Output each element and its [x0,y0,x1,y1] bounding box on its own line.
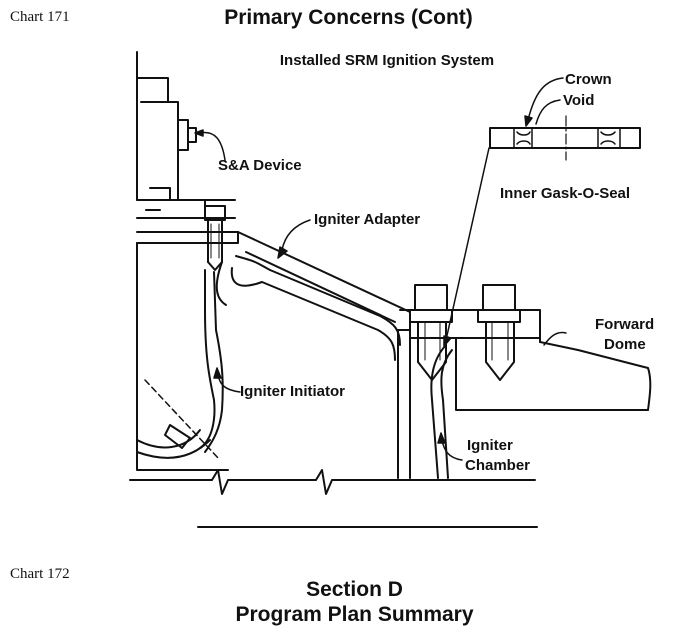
inner-gask-o-seal-label: Inner Gask-O-Seal [500,185,631,202]
chart-number: Chart 171 [10,9,70,25]
chamber-label: Chamber [465,457,531,474]
adapter-bolt [204,205,226,271]
igniter-adapter-label: Igniter Adapter [314,211,421,228]
section-heading: Section D Program Plan Summary [0,577,679,627]
diagram-subtitle: Installed SRM Ignition System [279,52,495,69]
chamber-bolt-2 [477,284,521,381]
crown-label: Crown [565,71,612,88]
page-title: Primary Concerns (Cont) [224,6,473,29]
igniter-chamber [397,329,453,479]
leader-lines [194,77,567,461]
sa-device-body [136,51,236,219]
chamber-bolt-1 [409,284,453,381]
gask-o-seal-detail [489,115,641,161]
adapter-flange [136,231,239,244]
igniter-label: Igniter [467,437,513,454]
igniter-adapter-body [215,231,411,361]
igniter-initiator-tube [136,269,224,461]
forward-dome [539,341,652,411]
forward-label: Forward [595,316,655,333]
void-label: Void [563,92,595,109]
dome-label: Dome [604,336,646,353]
sa-device-label: S&A Device [218,157,302,174]
section-label: Section D [306,578,403,601]
chart-number-footer: Chart 172 [10,566,70,582]
section-title: Program Plan Summary [235,603,474,626]
casing-wall [136,242,229,471]
igniter-initiator-label: Igniter Initiator [240,383,345,400]
break-line [129,469,536,495]
bolt-flange-plate [399,309,649,411]
